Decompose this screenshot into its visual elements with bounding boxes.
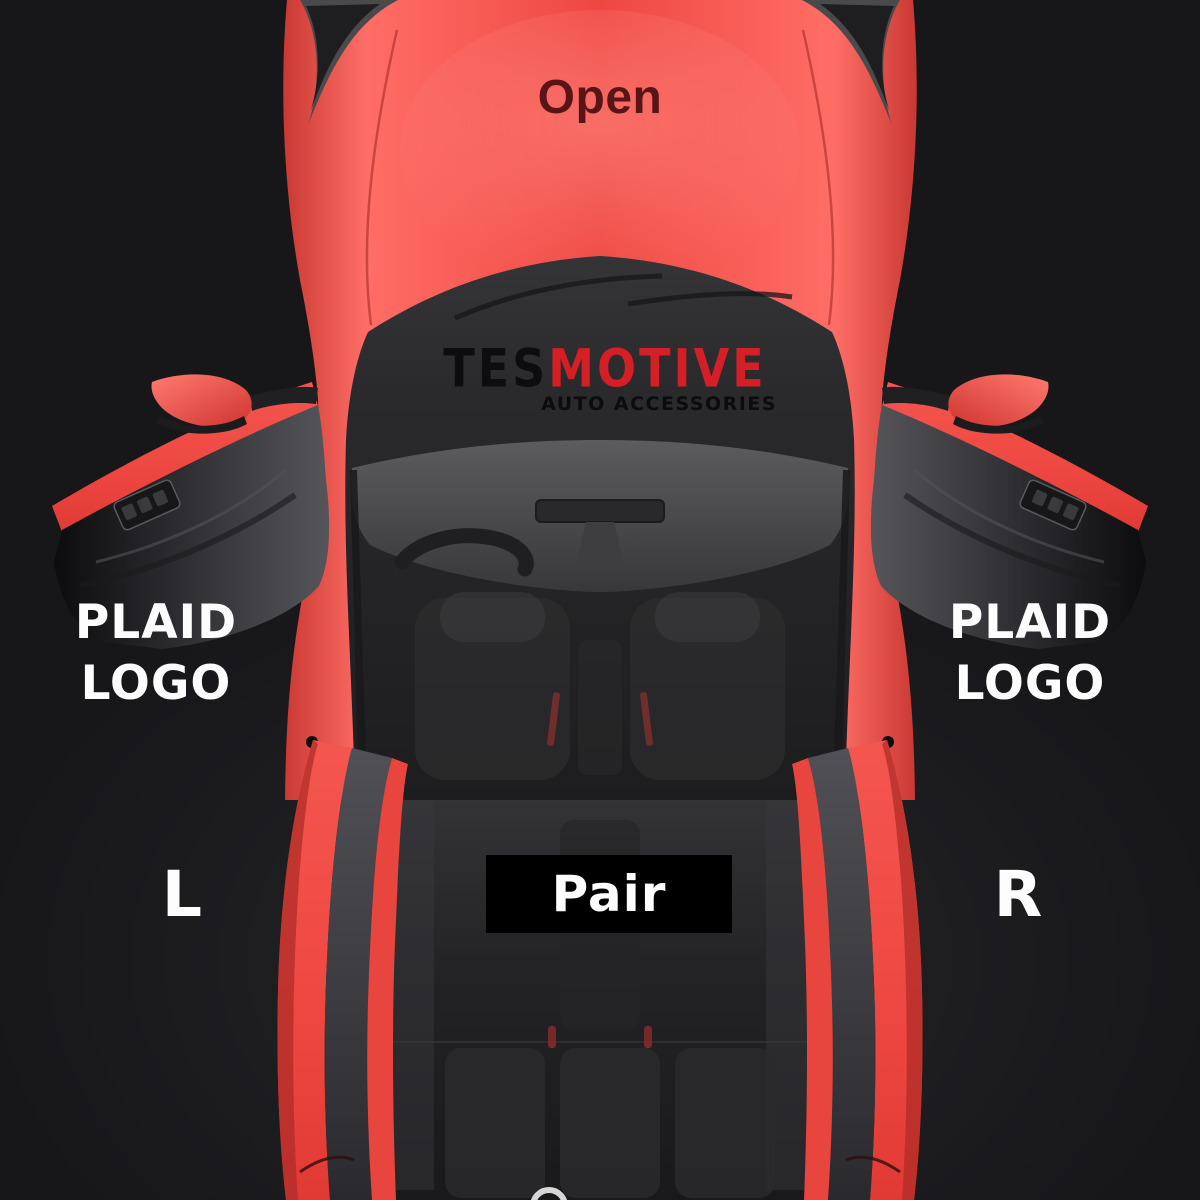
center-screen bbox=[535, 499, 665, 523]
brand-tagline: AUTO ACCESSORIES bbox=[541, 393, 777, 415]
pair-badge: Pair bbox=[486, 855, 732, 933]
right-door-caption: PLAID LOGO bbox=[914, 592, 1146, 714]
left-door-caption-line2: LOGO bbox=[80, 656, 232, 711]
brand-prefix: TES bbox=[443, 337, 549, 400]
right-door-caption-line2: LOGO bbox=[954, 656, 1106, 711]
rear-door-right-open bbox=[790, 738, 925, 1200]
front-seats bbox=[415, 592, 785, 780]
rear-door-left-open bbox=[275, 738, 410, 1200]
windshield-wipers bbox=[454, 273, 793, 321]
rear-interior bbox=[358, 790, 842, 1200]
left-door-caption-line1: PLAID bbox=[74, 595, 238, 650]
hood-highlight bbox=[400, 10, 800, 290]
right-side-marker: R bbox=[993, 858, 1043, 931]
brand-suffix: MOTIVE bbox=[548, 337, 767, 400]
dashboard bbox=[350, 440, 850, 592]
hood-creases bbox=[365, 29, 835, 326]
right-door-caption-line1: PLAID bbox=[948, 595, 1112, 650]
pair-badge-label: Pair bbox=[551, 865, 667, 923]
left-side-marker: L bbox=[161, 858, 203, 931]
left-door-caption: PLAID LOGO bbox=[40, 592, 272, 714]
steering-wheel bbox=[394, 528, 534, 577]
hood-open-label: Open bbox=[537, 71, 663, 124]
